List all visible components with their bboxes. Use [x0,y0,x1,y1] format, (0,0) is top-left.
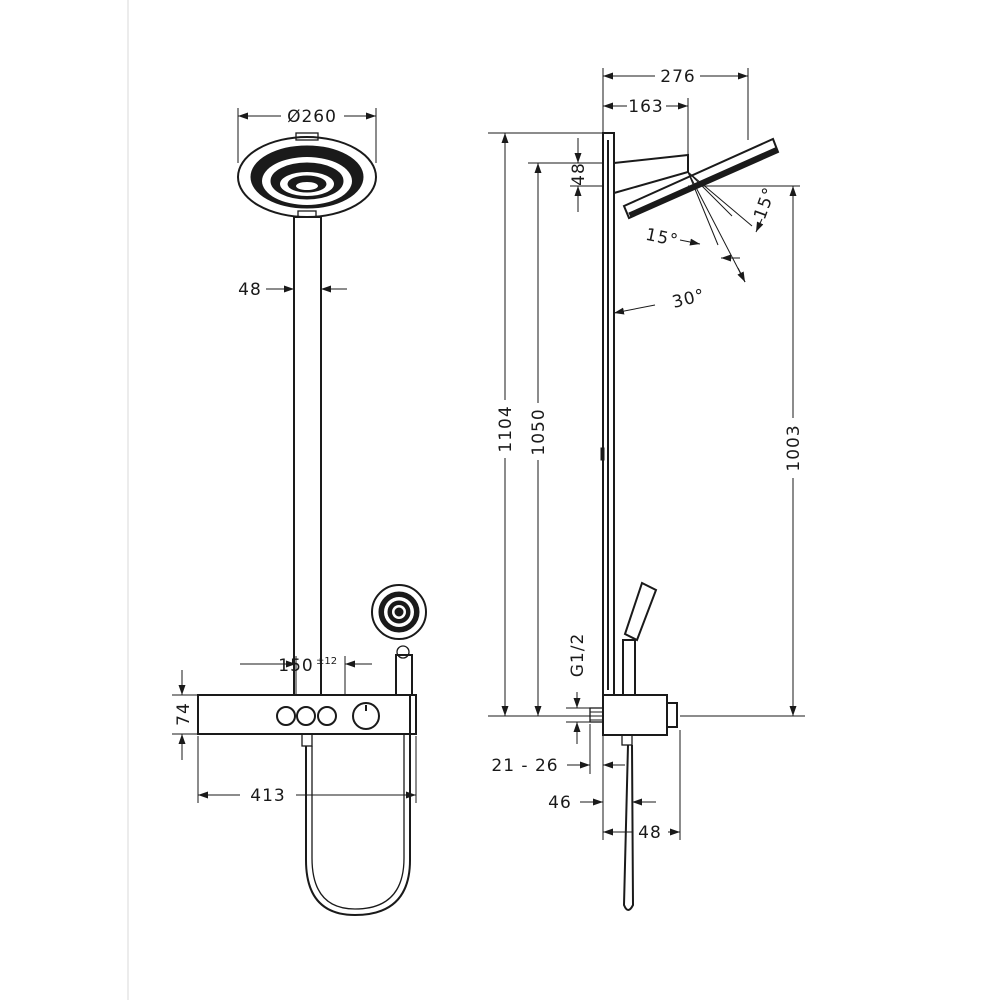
function-button-3 [317,706,337,726]
overhead-shower-head [237,132,377,218]
dim-arm-height: 48 [569,162,589,186]
dim-total-height: 1104 [496,405,516,452]
front-view: Ø260 48 150 ±12 74 413 [172,107,427,917]
dim-tilt-down: 15° [644,225,681,251]
shower-hose [305,695,411,917]
shower-arm [613,153,689,195]
dim-spacing-tolerance: ±12 [316,656,337,667]
temperature-knob [352,702,380,730]
shower-pipe [293,216,322,696]
dim-tilt-up: 15° [750,184,780,222]
dim-head-projection: 276 [660,67,695,87]
dim-thermostat-height: 74 [174,702,194,726]
thermostat-bar [197,694,417,747]
dim-connection-range: 21 - 26 [491,756,558,776]
side-shower-head [622,137,780,220]
dim-tilt-total: 30° [670,285,707,312]
side-hand-shower [622,581,658,911]
dim-shelf-depth: 48 [638,823,662,843]
dim-outlet-height: 1003 [784,424,804,471]
hand-shower [371,584,427,696]
dim-button-spacing: 150 [278,656,313,676]
dim-arm-level-height: 1050 [529,408,549,455]
dim-head-diameter: Ø260 [287,107,337,127]
dim-arm-offset: 163 [628,97,663,117]
function-button-1 [276,706,296,726]
function-button-2 [296,706,316,726]
dim-thermostat-width: 413 [250,786,285,806]
dim-thread: G1/2 [568,633,588,678]
dim-pipe-width: 48 [238,280,262,300]
dim-wall-distance: 46 [548,793,572,813]
side-view: 15° 15° 30° 276 163 [488,67,805,911]
